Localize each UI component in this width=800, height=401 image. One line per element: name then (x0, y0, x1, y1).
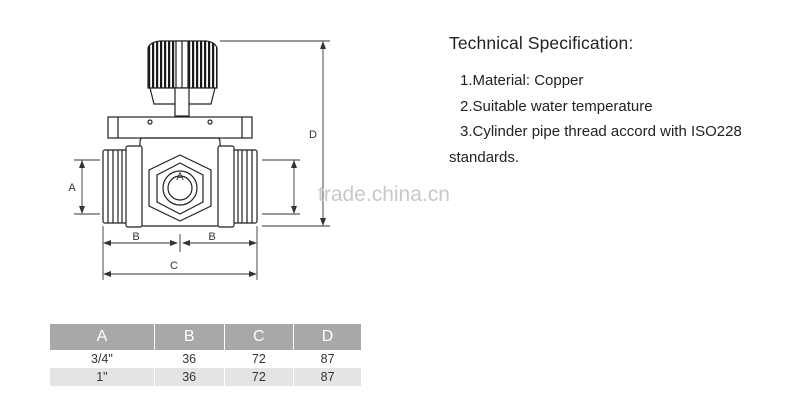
table-cell: 87 (293, 350, 361, 368)
table-cell: 72 (224, 350, 295, 368)
dimension-d-label: D (309, 129, 317, 141)
table-header-c: C (224, 324, 295, 350)
watermark-text: trade.china.cn (318, 183, 450, 206)
table-cell: 87 (293, 368, 361, 386)
table-row: 3/4" 36 72 87 (50, 350, 361, 368)
technical-specification: Technical Specification: 1.Material: Cop… (449, 33, 794, 170)
dimension-c (103, 271, 257, 277)
flange-plate (107, 116, 253, 139)
table-cell: 1" (50, 368, 155, 386)
dimension-b-right-label: B (208, 231, 215, 243)
table-cell: 3/4" (50, 350, 155, 368)
table-cell: 36 (154, 368, 225, 386)
valve-body (102, 137, 258, 228)
table-header-b: B (154, 324, 225, 350)
dimension-c-label: C (170, 260, 178, 272)
dimension-b (102, 226, 258, 280)
table-cell: 72 (224, 368, 295, 386)
table-header-a: A (50, 324, 155, 350)
spec-item-standards: standards. (449, 148, 520, 166)
table-header-d: D (293, 324, 361, 350)
dimension-a-right (262, 159, 300, 215)
handle-knob (147, 40, 218, 117)
spec-item-material: 1.Material: Copper (460, 72, 584, 89)
table-cell: 36 (154, 350, 225, 368)
dimension-b-left-label: B (132, 231, 139, 243)
table-row: 1" 36 72 87 (50, 368, 361, 386)
spec-item-thread: 3.Cylinder pipe thread accord with ISO22… (460, 123, 742, 140)
spec-item-temperature: 2.Suitable water temperature (460, 97, 653, 115)
dimension-a (74, 159, 100, 215)
dimension-a-center-label: A (176, 171, 184, 183)
spec-title: Technical Specification: (449, 33, 634, 53)
table-header-row: A B C D (50, 324, 361, 350)
dimension-table: A B C D 3/4" 36 72 87 1" 36 72 87 (50, 324, 361, 386)
dimension-a-label: A (68, 182, 76, 194)
dimension-d (220, 40, 330, 227)
